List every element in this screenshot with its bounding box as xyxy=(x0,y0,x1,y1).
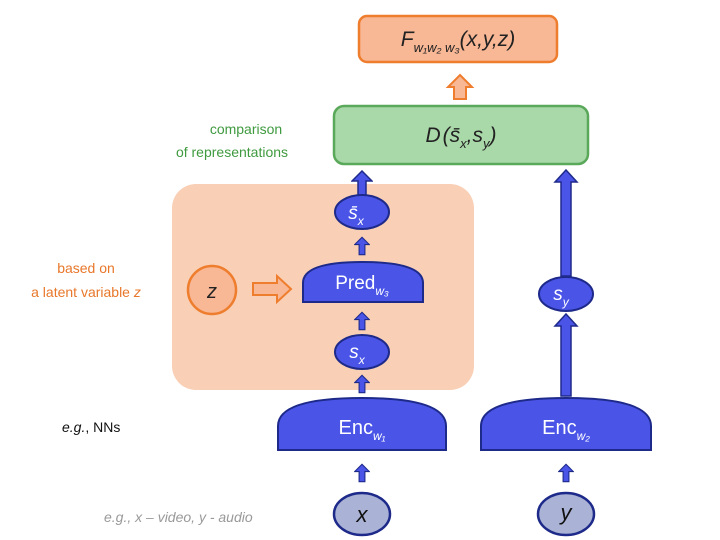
orange-up-arrow xyxy=(445,73,475,100)
comparison-node: D(s̄x,sy) xyxy=(332,104,590,166)
energy-function-node: Fw₁w₂ w₃(x,y,z) xyxy=(357,14,559,64)
D-comma: , xyxy=(467,124,473,147)
comparison-label-line2: of representations xyxy=(176,144,288,160)
sy-sub: y xyxy=(562,295,570,309)
D-sy-sub: y xyxy=(482,136,491,151)
sx-base: s xyxy=(349,342,359,363)
F-base: F xyxy=(401,28,415,51)
y-label: y xyxy=(559,500,574,525)
svg-text:sy: sy xyxy=(553,284,570,309)
sy-base: s xyxy=(553,284,563,305)
arrow-enc2-to-sy xyxy=(553,312,579,397)
latent-z-node: z xyxy=(186,264,238,316)
svg-text:Fw₁w₂ w₃(x,y,z): Fw₁w₂ w₃(x,y,z) xyxy=(401,28,515,55)
F-args: (x,y,z) xyxy=(460,28,516,51)
svg-text:sx: sx xyxy=(349,342,366,367)
z-label: z xyxy=(206,281,217,303)
sx-bar-node: s̄x xyxy=(334,194,390,230)
arrow-x-to-enc1 xyxy=(354,463,370,483)
modality-example-label: e.g., x – video, y - audio xyxy=(104,509,253,525)
svg-text:Encw₂: Encw₂ xyxy=(542,417,590,443)
svg-text:Encw₁: Encw₁ xyxy=(339,417,386,443)
sx-node: sx xyxy=(334,334,390,370)
sx-sub: x xyxy=(358,353,366,367)
svg-text:Predw₃: Predw₃ xyxy=(335,273,389,298)
input-y-node: y xyxy=(536,491,596,537)
D-base: D xyxy=(425,124,440,147)
F-sub: w₁w₂ w₃ xyxy=(414,40,460,55)
sx-bar-base: s̄ xyxy=(348,203,358,224)
predictor-node: Predw₃ xyxy=(302,260,424,303)
D-sx: s̄ xyxy=(450,124,461,147)
encoder-x-node: Encw₁ xyxy=(277,396,447,451)
D-sx-sub: x xyxy=(459,136,467,151)
D-open: ( xyxy=(443,124,452,147)
arrow-y-to-enc2 xyxy=(558,463,574,483)
encoder-y-node: Encw₂ xyxy=(480,396,652,451)
enc2-base: Enc xyxy=(542,417,576,439)
D-close: ) xyxy=(487,124,497,147)
enc2-sub: w₂ xyxy=(577,429,591,443)
D-sy: s xyxy=(473,124,484,147)
latent-label-line1: based on xyxy=(57,260,115,276)
pred-sub: w₃ xyxy=(375,284,389,298)
enc1-sub: w₁ xyxy=(373,429,386,443)
z-to-pred-arrow xyxy=(252,273,293,305)
comparison-label-line1: comparison xyxy=(210,121,282,137)
arrow-sy-to-D xyxy=(553,168,579,277)
svg-text:s̄x: s̄x xyxy=(348,203,365,228)
sy-node: sy xyxy=(538,276,594,312)
x-label: x xyxy=(356,502,369,527)
svg-text:D(s̄x,sy): D(s̄x,sy) xyxy=(425,124,496,151)
pred-base: Pred xyxy=(335,273,375,294)
enc1-base: Enc xyxy=(339,417,373,439)
input-x-node: x xyxy=(332,491,392,537)
nns-example-label: e.g., NNs xyxy=(62,419,120,435)
latent-label-line2: a latent variable z xyxy=(31,284,141,300)
sx-bar-sub: x xyxy=(357,214,365,228)
